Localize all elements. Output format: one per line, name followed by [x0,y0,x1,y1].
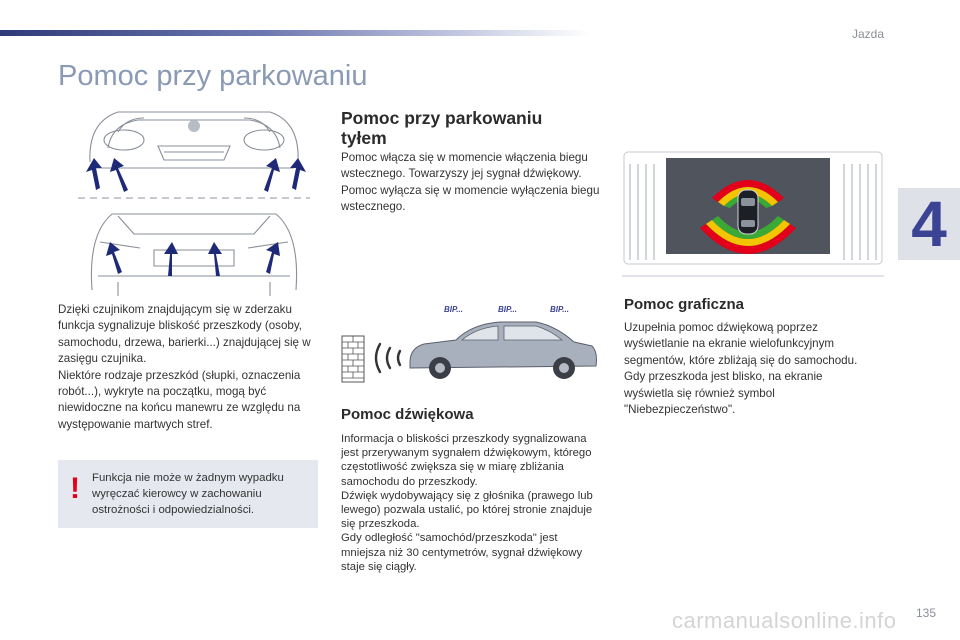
brick-wall-icon [341,335,365,383]
sound-waves-icon [374,342,402,374]
exclamation-icon: ! [70,472,80,505]
sound-assist-heading: Pomoc dźwiękowa [341,406,474,423]
page-number: 135 [915,606,936,620]
rear-parking-heading: Pomoc przy parkowaniu tyłem [341,108,543,148]
beep-label-3: BIP... [550,305,569,314]
sound-assist-description: Informacja o bliskości przeszkody sygnal… [341,433,593,573]
warning-text: Funkcja nie może w żadnym wypadku wyręcz… [92,472,284,517]
watermark: carmanualsonline.info [672,608,897,633]
sensor-description: Dzięki czujnikom znajdującym się w zderz… [58,303,311,431]
multifunction-display-illustration [622,151,884,277]
reversing-car-illustration: BIP... BIP... BIP... [341,305,597,383]
beep-label-1: BIP... [444,305,463,314]
sedan-car-icon [409,321,597,379]
front-distance-segments [712,180,784,208]
chapter-number-tab: 4 [898,188,960,260]
graphic-assist-description: Uzupełnia pomoc dźwiękową poprzez wyświe… [624,321,858,417]
rear-parking-description: Pomoc włącza się w momencie włączenia bi… [341,151,600,214]
rear-distance-segments [700,216,796,254]
car-top-view-icon [737,189,759,235]
beep-label-2: BIP... [498,305,517,314]
graphic-assist-heading: Pomoc graficzna [624,296,745,313]
header-bar [0,30,590,36]
section-label: Jazda [851,27,884,41]
warning-box: ! Funkcja nie może w żadnym wypadku wyrę… [58,460,318,528]
bumper-sensors-illustration [78,111,310,296]
page-title: Pomoc przy parkowaniu [58,60,368,92]
